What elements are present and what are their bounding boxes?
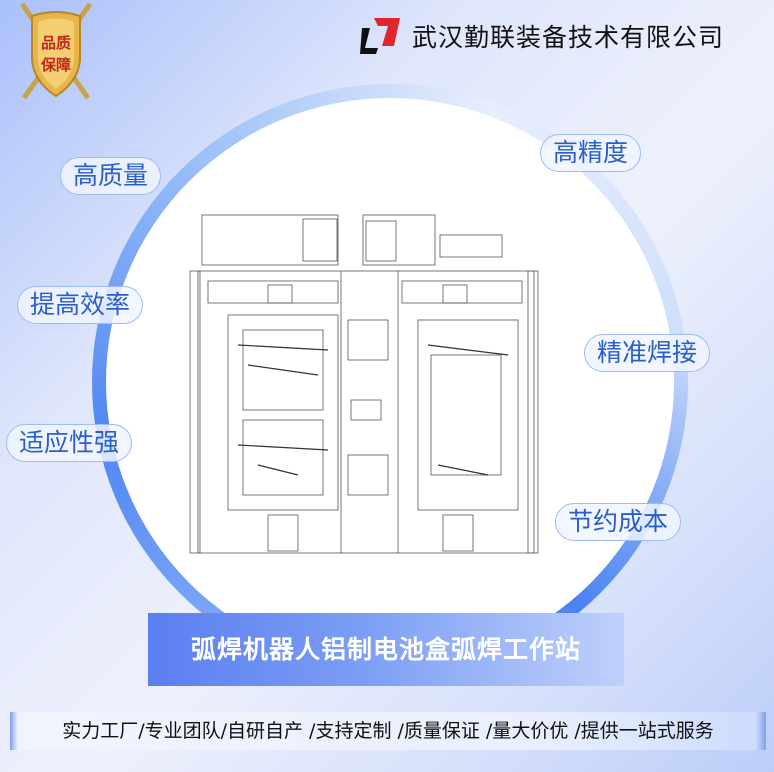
- badge-line1: 品质: [41, 34, 71, 52]
- company-name: 武汉勤联装备技术有限公司: [412, 23, 725, 52]
- product-title-banner: 弧焊机器人铝制电池盒弧焊工作站: [148, 613, 624, 686]
- feature-pill-efficiency: 提高效率: [17, 286, 144, 324]
- feature-pill-high-precision: 高精度: [540, 134, 642, 172]
- quality-badge-shield-icon: 品质 保障: [19, 2, 93, 100]
- feature-pill-high-quality: 高质量: [60, 157, 162, 195]
- badge-line2: 保障: [40, 56, 71, 74]
- circle-background: [106, 98, 674, 666]
- feature-pill-cost-saving: 节约成本: [555, 503, 682, 541]
- workstation-layout-drawing: [189, 214, 539, 554]
- feature-pill-precise-welding: 精准焊接: [584, 334, 711, 372]
- company-logo-icon: [360, 18, 400, 54]
- feature-pill-adaptability: 适应性强: [6, 424, 133, 462]
- services-strip: 实力工厂/专业团队/自研自产 /支持定制 /质量保证 /量大价优 /提供一站式服…: [10, 712, 766, 750]
